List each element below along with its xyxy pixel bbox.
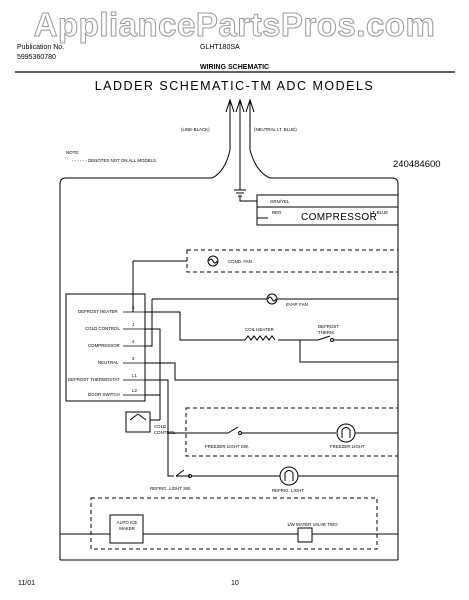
note-label: NOTE: [66, 150, 80, 155]
water-valve-label: 1/W WATER VALVE TWO [287, 522, 338, 527]
neutral-label: (NEUTRAL LT. BLUE) [254, 127, 297, 132]
ground-wire-label: GRN/YEL [270, 199, 290, 204]
publication-number: 5995360780 [17, 54, 56, 61]
model-number: GLHT180SA [200, 44, 240, 51]
timer-terminal-label: NEUTRAL [98, 360, 119, 365]
timer-terminal-label: DEFROST THERMOSTAT [68, 377, 120, 382]
timer-terminal-label: DEFROST HEATER [78, 309, 118, 314]
timer-terminal-label: DOOR SWITCH [88, 392, 120, 397]
timer-terminal-pin: 4 [132, 339, 135, 344]
ice-maker-label: AUTO ICE MAKER [116, 520, 138, 531]
line-black-label: (LINE-BLACK) [181, 127, 210, 132]
timer-terminal-label: COLD CONTROL [85, 326, 120, 331]
part-code: 240484600 [393, 159, 441, 170]
cond-fan-label: COND. FAN [228, 259, 252, 264]
timer-terminal-pin: 3 [132, 356, 135, 361]
timer-terminal-pin: L1 [132, 373, 137, 378]
cold-control-label: COLD CONTROL [154, 424, 176, 435]
compressor-label: COMPRESSOR [301, 212, 378, 223]
timer-terminal-label: COMPRESSOR [88, 343, 120, 348]
publication-label: Publication No. [17, 44, 65, 51]
diagram-title: LADDER SCHEMATIC-TM ADC MODELS [94, 79, 375, 93]
section-title: WIRING SCHEMATIC [200, 64, 270, 71]
refrig-light-label: REFRIG. LIGHT [272, 488, 304, 493]
freezer-light-sw-label: FREEZER LIGHT SW. [205, 444, 249, 449]
freezer-light-label: FREEZER LIGHT [330, 444, 365, 449]
coil-heater-label: COIL HEATER [245, 327, 274, 332]
refrig-light-sw-label: REFRIG. LIGHT SW. [150, 486, 192, 491]
red-wire-label: RED [272, 210, 282, 215]
timer-terminal-pin: L2 [132, 388, 137, 393]
footer-date: 11/01 [18, 580, 35, 587]
page-number: 10 [231, 580, 239, 587]
watermark: AppliancePartsPros.com [33, 6, 436, 44]
note-text: - - - - - - DENOTES NOT ON ALL MODELS. [72, 158, 158, 163]
timer-terminal-pin: 1 [132, 322, 135, 327]
timer-terminal-pin: 2 [132, 305, 135, 310]
blue-wire-label: LT. BLUE [370, 210, 389, 215]
evap-fan-label: EVAP. FAN [286, 302, 308, 307]
defrost-therm-label: DEFROST THERM. [318, 324, 339, 335]
